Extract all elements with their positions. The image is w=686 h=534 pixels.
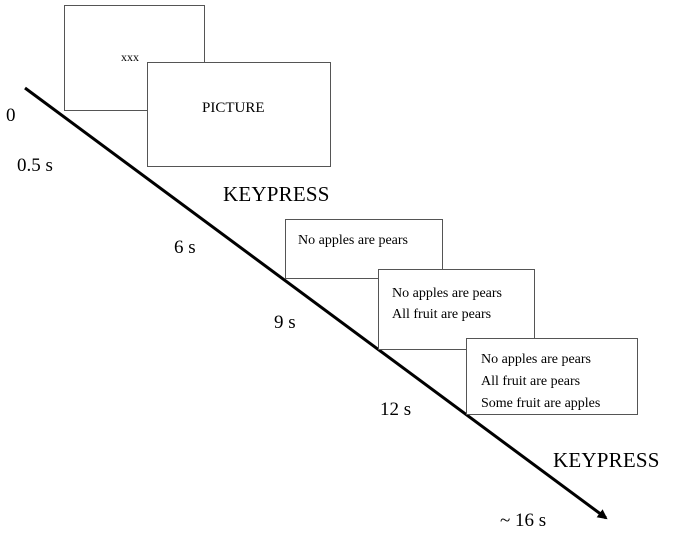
time-label-six-seconds: 6 s	[174, 237, 196, 258]
conclusion-line-2: All fruit are pears	[481, 374, 581, 389]
conclusion-line-3: Some fruit are apples	[481, 396, 601, 411]
time-label-nine-seconds: 9 s	[274, 312, 296, 333]
picture-text: PICTURE	[202, 100, 265, 116]
keypress-label-second: KEYPRESS	[553, 448, 660, 472]
conclusion-frame: No apples are pears All fruit are pears …	[466, 338, 638, 415]
premise-one-line-1: No apples are pears	[298, 233, 409, 248]
time-label-half-second: 0.5 s	[17, 155, 53, 176]
timeline-arrow	[24, 86, 608, 520]
keypress-label-first: KEYPRESS	[223, 182, 330, 206]
fixation-text: xxx	[121, 50, 139, 64]
premise-two-line-1: No apples are pears	[392, 286, 503, 301]
conclusion-line-1: No apples are pears	[481, 352, 592, 367]
time-label-zero: 0	[6, 105, 16, 126]
time-label-sixteen-seconds: ~ 16 s	[500, 510, 547, 531]
picture-frame: PICTURE	[147, 62, 331, 167]
premise-two-line-2: All fruit are pears	[392, 307, 492, 322]
time-label-twelve-seconds: 12 s	[380, 399, 412, 420]
premise-two-frame: No apples are pears All fruit are pears	[378, 269, 535, 350]
